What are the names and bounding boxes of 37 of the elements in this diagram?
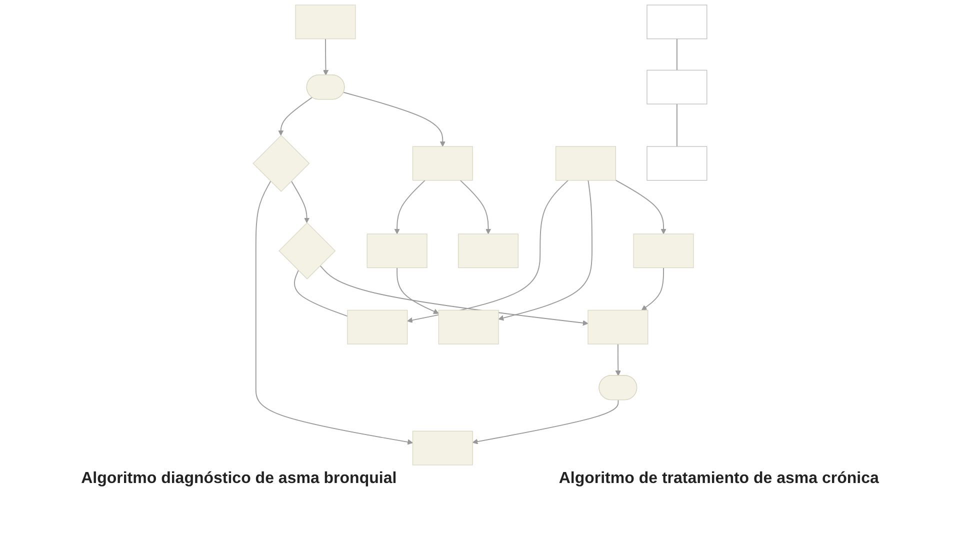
arrow [615, 344, 621, 376]
process-box [458, 234, 519, 268]
process-box [347, 310, 408, 344]
connector [676, 38, 678, 71]
arrow [396, 267, 439, 314]
arrow [615, 180, 666, 234]
arrow [641, 267, 664, 310]
diagram-caption: Algoritmo de tratamiento de asma crónica [558, 470, 879, 488]
arrow [472, 400, 619, 444]
process-box [412, 146, 473, 181]
connector [676, 104, 678, 147]
decision-diamond [278, 222, 336, 280]
arrow [498, 180, 592, 321]
arrow [460, 180, 492, 234]
process-box [598, 375, 638, 400]
connector [294, 270, 348, 317]
process-box [295, 4, 356, 40]
decision-diamond [252, 134, 310, 192]
arrow [255, 180, 413, 445]
process-box [555, 146, 616, 181]
arrow [278, 96, 313, 136]
process-box [646, 146, 708, 181]
arrow [343, 92, 446, 147]
diagram-caption: Algoritmo diagnóstico de asma bronquial [81, 470, 397, 488]
process-box [646, 4, 708, 40]
arrow [290, 180, 310, 224]
arrow [323, 38, 329, 76]
process-box [412, 430, 473, 466]
process-box [438, 310, 499, 344]
process-box [366, 234, 428, 268]
process-box [646, 70, 708, 104]
arrow [394, 180, 426, 234]
arrow [407, 180, 569, 323]
process-box [633, 234, 694, 268]
process-box [306, 74, 345, 100]
arrow [320, 265, 588, 326]
process-box [588, 310, 648, 344]
